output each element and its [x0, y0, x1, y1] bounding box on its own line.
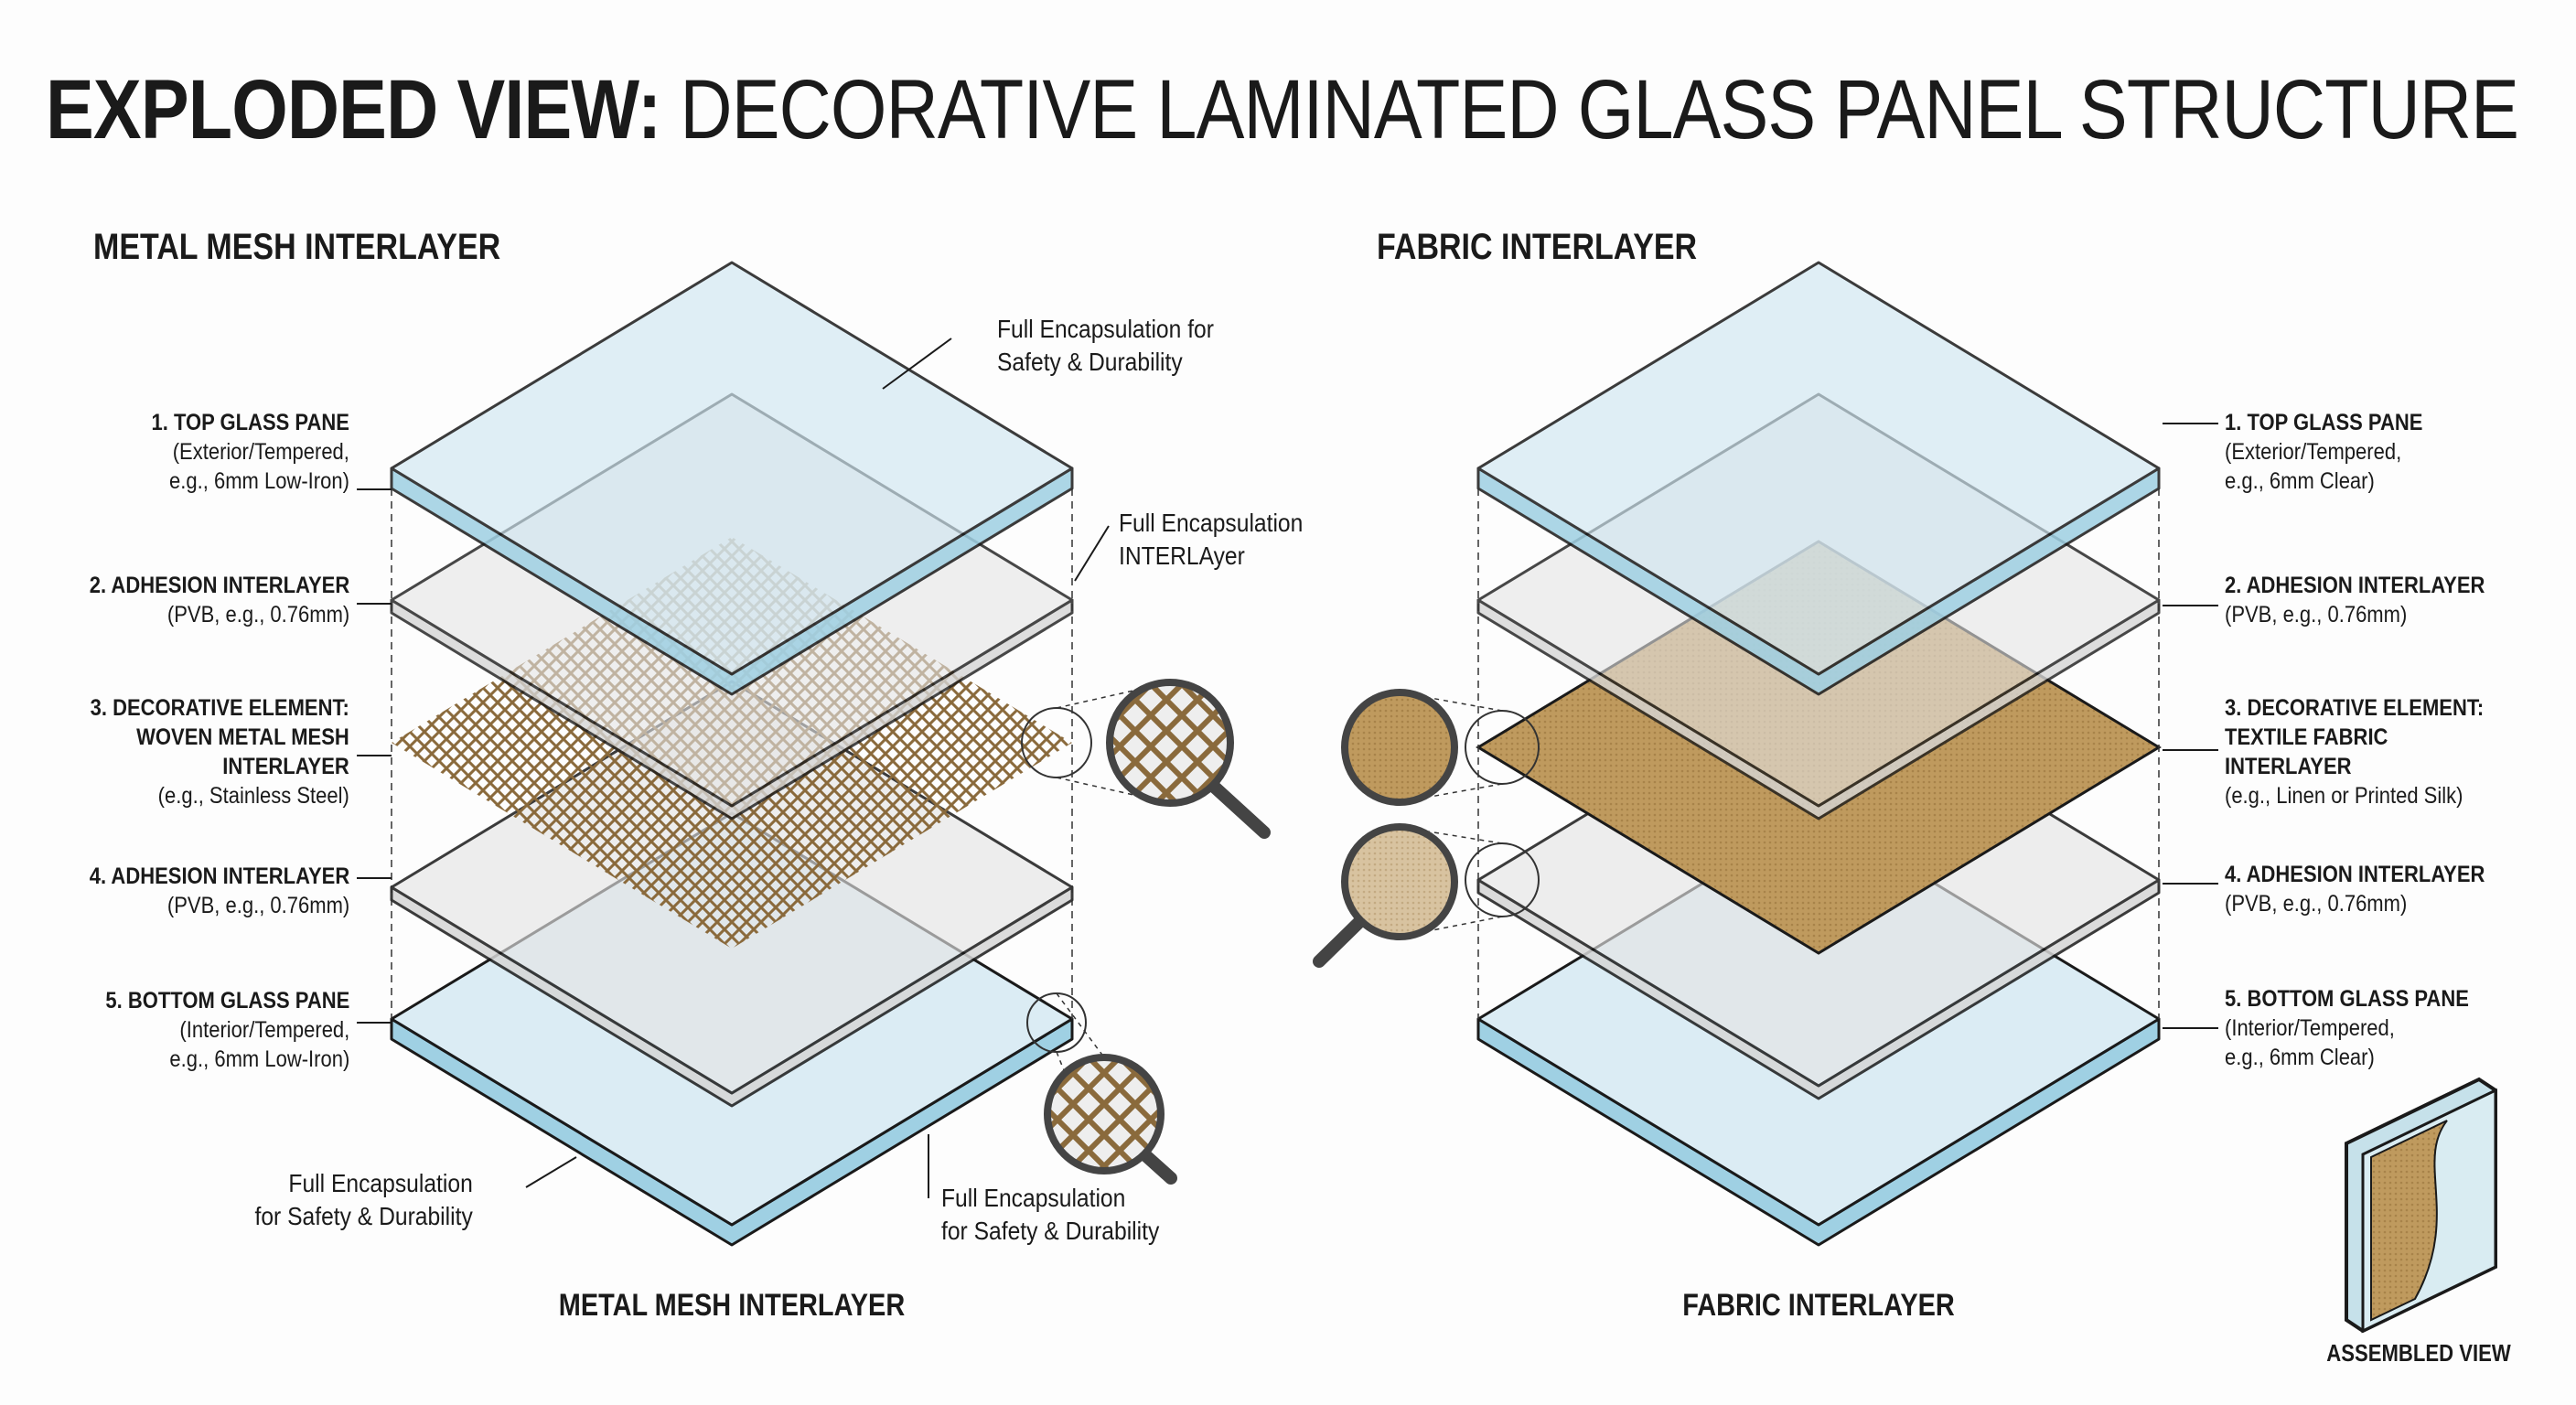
label-heading: 5. BOTTOM GLASS PANE: [2225, 986, 2469, 1012]
label-line: e.g., 6mm Clear): [2225, 1045, 2375, 1070]
left-edge-detail-leader: [1056, 992, 1105, 1058]
note-line: for Safety & Durability: [941, 1217, 1160, 1245]
right-fabric-detail-magnifier-icon: [1341, 689, 1458, 806]
left-mesh-detail-magnifier-icon: [1106, 679, 1234, 807]
left-label-4: 4. ADHESION INTERLAYER (PVB, e.g., 0.76mm…: [90, 862, 349, 920]
label-heading: 4. ADHESION INTERLAYER: [89, 863, 349, 889]
left-caption: METAL MESH INTERLAYER: [558, 1288, 906, 1323]
left-edge-detail-magnifier-icon: [1044, 1054, 1165, 1174]
label-line: e.g., 6mm Low-Iron): [169, 468, 349, 494]
label-line: (PVB, e.g., 0.76mm): [2225, 891, 2408, 917]
note-line: Full Encapsulation: [941, 1184, 1126, 1212]
right-heading: FABRIC INTERLAYER: [1377, 227, 1698, 267]
note-line: Full Encapsulation: [1119, 509, 1304, 537]
label-line: e.g., 6mm Low-Iron): [169, 1046, 349, 1072]
label-line: (Exterior/Tempered,: [2225, 439, 2402, 465]
label-line: (PVB, e.g., 0.76mm): [2225, 602, 2408, 627]
left-mesh-detail-handle: [1206, 778, 1271, 839]
left-heading: METAL MESH INTERLAYER: [93, 227, 501, 267]
encapsulation-note: Full Encapsulation for Safety & Durabilit…: [941, 1182, 1159, 1248]
note-line: Full Encapsulation for: [997, 315, 1214, 343]
assembled-view-caption: ASSEMBLED VIEW: [2326, 1339, 2511, 1367]
note-leader: [882, 338, 952, 390]
right-caption: FABRIC INTERLAYER: [1682, 1288, 1955, 1323]
label-line: (Interior/Tempered,: [2225, 1015, 2395, 1041]
left-label-1: 1. TOP GLASS PANE (Exterior/Tempered, e.g.…: [152, 408, 349, 496]
left-edge-detail-handle: [1137, 1147, 1177, 1185]
left-top-glass-pane-surface: [390, 261, 1074, 676]
note-leader: [525, 1156, 577, 1188]
right-top-glass-pane-surface: [1476, 261, 2161, 676]
note-leader: [1074, 525, 1110, 582]
label-line: TEXTILE FABRIC: [2225, 724, 2388, 750]
right-label-5: 5. BOTTOM GLASS PANE (Interior/Tempered, e…: [2225, 984, 2469, 1072]
label-line: (e.g., Stainless Steel): [157, 783, 349, 809]
left-label-3: 3. DECORATIVE ELEMENT: WOVEN METAL MESH IN…: [91, 693, 349, 810]
label-heading: 1. TOP GLASS PANE: [2225, 410, 2423, 435]
right-label-4: 4. ADHESION INTERLAYER (PVB, e.g., 0.76mm…: [2225, 860, 2485, 918]
label-line: (Interior/Tempered,: [179, 1017, 349, 1043]
label-heading: 2. ADHESION INTERLAYER: [89, 573, 349, 598]
label-line: (Exterior/Tempered,: [172, 439, 349, 465]
note-line: for Safety & Durability: [254, 1202, 473, 1230]
left-label-5: 5. BOTTOM GLASS PANE (Interior/Tempered, e…: [105, 986, 349, 1074]
label-line: (PVB, e.g., 0.76mm): [166, 602, 349, 627]
left-label-2: 2. ADHESION INTERLAYER (PVB, e.g., 0.76mm…: [90, 571, 349, 629]
label-heading: 3. DECORATIVE ELEMENT:: [2225, 695, 2485, 721]
label-line: WOVEN METAL MESH: [136, 724, 349, 750]
assembled-view-icon: [2345, 1077, 2497, 1334]
label-line: (PVB, e.g., 0.76mm): [166, 893, 349, 918]
note-line: Full Encapsulation: [288, 1169, 473, 1197]
right-label-3: 3. DECORATIVE ELEMENT: TEXTILE FABRIC INTE…: [2225, 693, 2484, 810]
right-interlayer-detail-handle: [1313, 914, 1368, 968]
encapsulation-note: Full Encapsulation for Safety & Durabilit…: [255, 1167, 473, 1233]
right-label-1: 1. TOP GLASS PANE (Exterior/Tempered, e.g.…: [2225, 408, 2422, 496]
label-line: INTERLAYER: [2225, 754, 2352, 779]
label-heading: 1. TOP GLASS PANE: [151, 410, 349, 435]
right-label-2: 2. ADHESION INTERLAYER (PVB, e.g., 0.76mm…: [2225, 571, 2485, 629]
label-heading: 2. ADHESION INTERLAYER: [2225, 573, 2485, 598]
assembled-fabric-reveal: [2370, 1120, 2448, 1322]
right-interlayer-detail-magnifier-icon: [1341, 823, 1458, 940]
label-line: e.g., 6mm Clear): [2225, 468, 2375, 494]
left-mesh-detail-leader: [1056, 681, 1171, 709]
label-line: INTERLAYER: [222, 754, 349, 779]
note-line: Safety & Durability: [997, 348, 1183, 376]
label-heading: 5. BOTTOM GLASS PANE: [105, 988, 349, 1014]
page-title: EXPLODED VIEW: DECORATIVE LAMINATED GLAS…: [46, 63, 2519, 156]
note-line: INTERLAyer: [1119, 542, 1245, 570]
label-heading: 4. ADHESION INTERLAYER: [2225, 862, 2485, 887]
label-heading: 3. DECORATIVE ELEMENT:: [90, 695, 349, 721]
left-mesh-detail-leader: [1056, 777, 1171, 804]
label-line: (e.g., Linen or Printed Silk): [2225, 783, 2463, 809]
